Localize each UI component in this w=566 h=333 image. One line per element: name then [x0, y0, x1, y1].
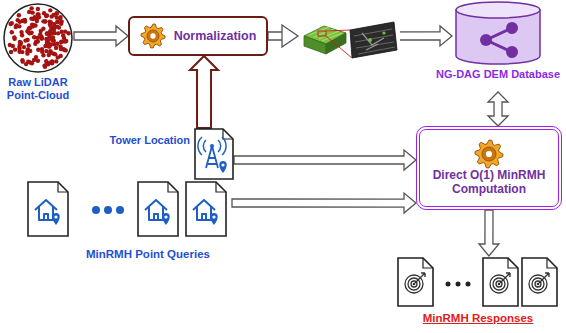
location-pin	[219, 161, 227, 173]
node-label: Raw LiDAR Point-Cloud	[2, 76, 74, 101]
tower-document: Tower Location	[96, 128, 234, 180]
arrow-head	[282, 25, 298, 47]
house-documents	[24, 180, 232, 238]
block-arrow	[74, 26, 128, 46]
location-pin	[210, 213, 218, 225]
tower-icon	[206, 146, 218, 168]
node-label: MinRMH Responses	[423, 312, 534, 325]
database-cylinder-shape	[454, 0, 542, 66]
node-label: NG-DAG DEM Database	[436, 68, 560, 81]
process-box: Normalization	[128, 16, 268, 56]
image-ground	[290, 14, 400, 62]
block-arrow	[190, 56, 218, 128]
gear-icon	[475, 140, 503, 168]
gear-icon	[140, 23, 166, 49]
node-label: MinRMH Point Queries	[86, 248, 210, 261]
block-arrow	[488, 92, 508, 126]
document-outline	[398, 258, 433, 306]
node-label: Normalization	[174, 29, 257, 43]
document-outline	[195, 129, 233, 179]
block-arrow	[232, 193, 416, 213]
location-pin	[162, 213, 170, 225]
document-outline	[522, 258, 557, 306]
query-documents: MinRMH Point Queries	[24, 180, 232, 272]
document-outline	[138, 182, 178, 236]
gear-icon	[141, 24, 165, 48]
document-outline	[483, 258, 518, 306]
database-cylinder: NG-DAG DEM Database	[452, 0, 544, 92]
terrain-map	[326, 22, 397, 58]
node-label: Direct O(1) MinRMH Computation	[424, 169, 554, 197]
location-pin	[52, 213, 60, 225]
process-box: Direct O(1) MinRMH Computation	[416, 126, 562, 210]
response-documents: MinRMH Responses	[394, 256, 562, 332]
block-arrow	[234, 150, 416, 170]
block-arrow	[479, 210, 499, 256]
tower-document-icon	[194, 128, 234, 180]
node-label: Tower Location	[110, 134, 190, 147]
document-outline	[28, 182, 68, 236]
point-cloud-circle	[2, 2, 74, 74]
document-outline	[186, 182, 226, 236]
response-documents-icons	[394, 256, 562, 308]
gear-icon	[474, 139, 504, 169]
point-cloud-node: Raw LiDAR Point-Cloud	[2, 2, 74, 102]
